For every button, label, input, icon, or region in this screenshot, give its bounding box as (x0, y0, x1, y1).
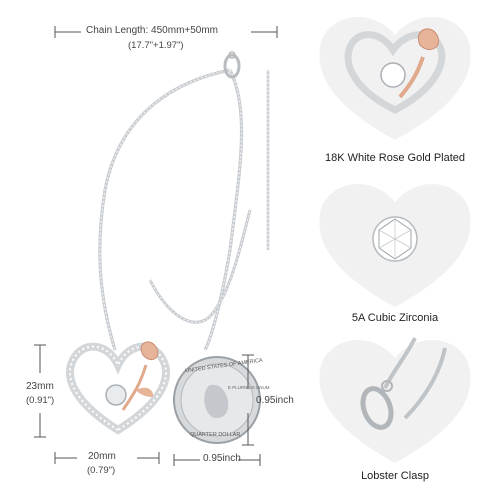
feature-heart-panel-2 (319, 184, 471, 307)
coin-bottom-text: QUARTER DOLLAR (190, 432, 241, 438)
chain-length-inch: (17.7"+1.97") (128, 40, 184, 51)
pendant-width-mm: 20mm (88, 451, 116, 462)
coin-motto: E PLURIBUS UNUM (228, 385, 270, 390)
coin-height-dimension-line (242, 354, 254, 446)
feature-heart-panel-1 (319, 17, 471, 140)
chain-length-dimension-line (54, 26, 278, 38)
pendant-height-dimension-line (34, 344, 46, 438)
coin-width-dimension-line (173, 454, 261, 466)
heart-rose-pendant (66, 341, 170, 435)
necklace-chain (98, 68, 270, 351)
feature-caption-3: Lobster Clasp (361, 470, 429, 482)
quarter-coin (173, 356, 261, 444)
feature-caption-1: 18K White Rose Gold Plated (324, 152, 466, 164)
pendant-height-mm: 23mm (26, 381, 54, 392)
feature-caption-2: 5A Cubic Zirconia (351, 312, 439, 324)
pendant-width-dimension-line (54, 452, 160, 464)
chain-length-label: Chain Length: 450mm+50mm (86, 25, 219, 36)
lobster-clasp-small (223, 51, 241, 79)
coin-height-label: 0.95inch (256, 395, 294, 406)
pendant-width-inch: (0.79") (87, 465, 116, 476)
feature-heart-panel-3 (319, 337, 471, 463)
pendant-height-inch: (0.91") (26, 395, 55, 406)
coin-width-label: 0.95inch (203, 453, 241, 464)
